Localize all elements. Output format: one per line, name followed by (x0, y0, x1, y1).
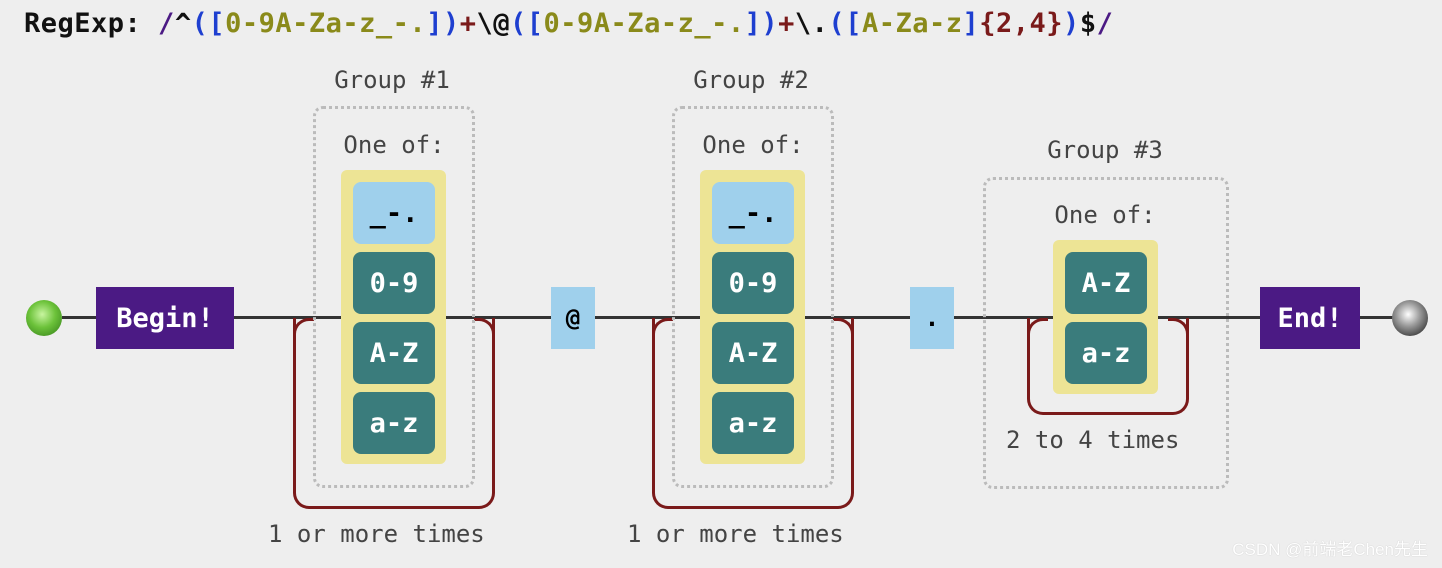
charset-item-lowercase: a-z (712, 392, 794, 454)
regex-token: + (459, 8, 477, 39)
group-2-repeat-loop (652, 318, 854, 509)
charset-item-lowercase: a-z (353, 392, 435, 454)
regex-token: [ (845, 8, 862, 39)
regex-token: 0-9A-Za-z_-. (543, 8, 745, 39)
group-1-charset: _-. 0-9 A-Z a-z (341, 170, 446, 464)
regex-token: [ (526, 8, 544, 39)
group-3-repeat-label: 2 to 4 times (1006, 426, 1180, 454)
regex-token: ) (442, 8, 460, 39)
regex-token: ] (426, 8, 443, 39)
group-3-label: Group #3 (1047, 136, 1163, 164)
start-node (26, 300, 62, 336)
end-terminal: End! (1260, 287, 1360, 349)
charset-item-uppercase: A-Z (712, 322, 794, 384)
begin-terminal: Begin! (96, 287, 234, 349)
regex-token: ( (191, 8, 209, 39)
regex-token: $ (1079, 8, 1097, 39)
regex-token: ( (828, 8, 846, 39)
group-1-box (313, 106, 475, 488)
regex-token: ) (1063, 8, 1080, 39)
group-1-repeat-loop (293, 318, 495, 509)
charset-item-digits: 0-9 (712, 252, 794, 314)
regex-token: + (778, 8, 795, 39)
watermark: CSDN @前端老Chen先生 (1232, 540, 1428, 559)
regex-token: / (141, 8, 175, 39)
group-2-label: Group #2 (693, 66, 809, 94)
regex-token: \@ (476, 8, 510, 39)
regex-token: / (1096, 8, 1114, 39)
regex-token: 0-9A-Za-z_-. (225, 8, 427, 39)
regex-token: [ (208, 8, 226, 39)
literal-dot: . (910, 287, 954, 349)
charset-item-special: _-. (712, 182, 794, 244)
regex-token: {2,4} (979, 8, 1064, 39)
regex-token: A-Za-z (861, 8, 963, 39)
regex-token: ) (761, 8, 779, 39)
literal-at: @ (551, 287, 595, 349)
regex-token: ( (510, 8, 527, 39)
group-1-one-of-label: One of: (343, 131, 445, 159)
group-1-label: Group #1 (334, 66, 450, 94)
charset-item-special: _-. (353, 182, 435, 244)
group-2-charset: _-. 0-9 A-Z a-z (700, 170, 805, 464)
regex-expression: RegExp: /^([0-9A-Za-z_-.])+\@([0-9A-Za-z… (24, 8, 1113, 39)
regex-token: ] (962, 8, 980, 39)
charset-item-uppercase: A-Z (1065, 252, 1147, 314)
group-2-repeat-label: 1 or more times (627, 520, 844, 548)
regex-pattern: /^([0-9A-Za-z_-.])+\@([0-9A-Za-z_-.])+\.… (141, 8, 1113, 39)
charset-item-uppercase: A-Z (353, 322, 435, 384)
group-2-one-of-label: One of: (702, 131, 804, 159)
group-3-charset: A-Z a-z (1053, 240, 1158, 394)
regex-label: RegExp: (24, 8, 142, 39)
regex-token: \. (794, 8, 829, 39)
regex-token: ^ (174, 8, 192, 39)
group-3-one-of-label: One of: (1054, 201, 1156, 229)
group-3-repeat-loop (1027, 318, 1189, 415)
group-2-box (672, 106, 834, 488)
charset-item-lowercase: a-z (1065, 322, 1147, 384)
regex-token: ] (744, 8, 762, 39)
charset-item-digits: 0-9 (353, 252, 435, 314)
group-3-box (983, 177, 1229, 489)
group-1-repeat-label: 1 or more times (268, 520, 485, 548)
end-node (1392, 300, 1428, 336)
